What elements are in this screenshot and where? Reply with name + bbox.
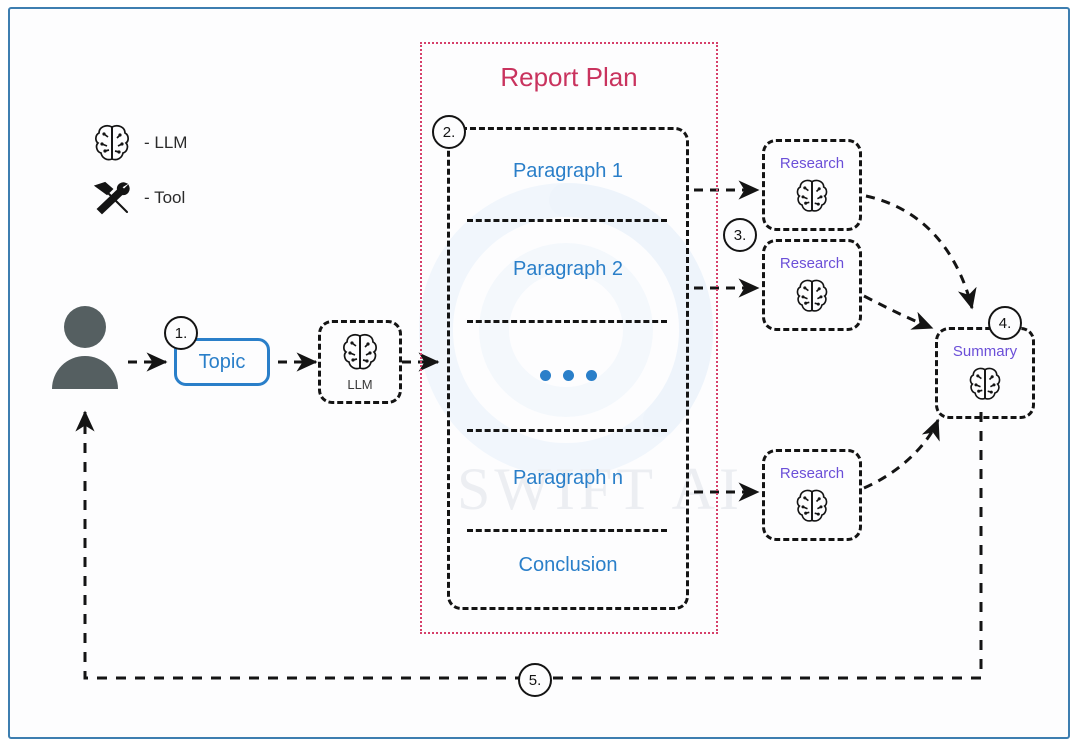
paragraph-cell-1[interactable]: Paragraph 1 — [512, 160, 624, 182]
step-marker-1: 1. — [164, 316, 198, 350]
research-node-3-title: Research — [779, 464, 845, 482]
legend-item-tool: - Tool — [92, 180, 185, 216]
ellipsis-dot — [539, 370, 551, 381]
summary-node[interactable]: Summary — [935, 327, 1035, 419]
research-node-1-title: Research — [779, 154, 845, 172]
step-marker-4: 4. — [988, 306, 1022, 340]
legend-item-llm: - LLM — [92, 122, 187, 164]
paragraph-cell-n[interactable]: Paragraph n — [512, 467, 624, 489]
topic-label: Topic — [198, 350, 246, 373]
research-node-2-title: Research — [779, 254, 845, 272]
paragraph-cell-conclusion[interactable]: Conclusion — [518, 554, 618, 576]
step-marker-3: 3. — [723, 218, 757, 252]
avatar-body — [52, 356, 118, 389]
summary-node-title: Summary — [952, 342, 1018, 360]
brain-icon — [343, 333, 377, 370]
ellipsis-dot — [585, 370, 597, 381]
brain-icon — [796, 489, 828, 522]
brain-icon — [95, 124, 129, 161]
report-plan-title: Report Plan — [500, 62, 638, 92]
step-marker-2: 2. — [432, 115, 466, 149]
step-marker-5: 5. — [518, 663, 552, 697]
research-node-1[interactable]: Research — [762, 139, 862, 231]
paragraph-divider-4 — [467, 529, 667, 532]
report-plan-container — [420, 42, 718, 634]
paragraph-cell-2[interactable]: Paragraph 2 — [512, 258, 624, 280]
llm-caption: LLM — [347, 377, 373, 392]
research-node-3[interactable]: Research — [762, 449, 862, 541]
research-node-2[interactable]: Research — [762, 239, 862, 331]
legend-label-tool: - Tool — [144, 188, 186, 207]
paragraph-divider-2 — [467, 320, 667, 323]
ellipsis-dot — [562, 370, 574, 381]
paragraph-divider-1 — [467, 219, 667, 222]
brain-icon — [796, 279, 828, 312]
topic-box[interactable]: Topic — [174, 338, 270, 386]
brain-icon — [796, 179, 828, 212]
user-avatar — [50, 306, 120, 398]
brain-icon — [969, 367, 1001, 400]
paragraph-stack — [447, 127, 689, 610]
legend-label-llm: - LLM — [144, 133, 188, 152]
avatar-head — [64, 306, 106, 348]
hammer-wrench-icon — [93, 181, 130, 215]
paragraph-ellipsis — [452, 370, 684, 381]
llm-node[interactable]: LLM — [318, 320, 402, 404]
paragraph-divider-3 — [467, 429, 667, 432]
